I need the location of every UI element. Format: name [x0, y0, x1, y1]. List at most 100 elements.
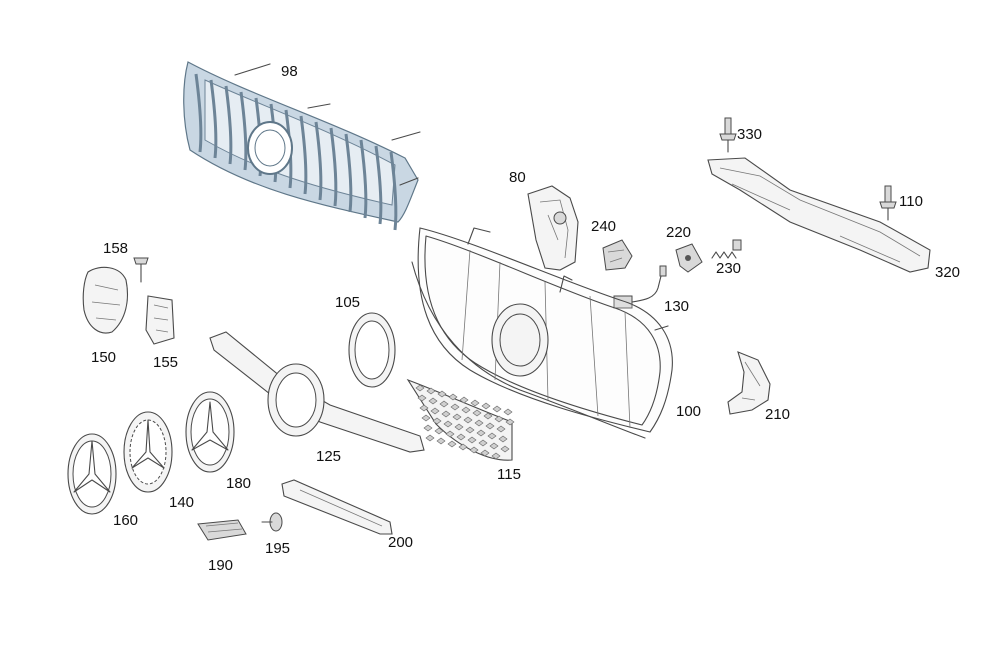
mesh-cell: [436, 437, 446, 445]
label-100: 100: [676, 403, 702, 420]
part-195-screw[interactable]: [261, 512, 283, 532]
mesh-cell: [439, 400, 449, 408]
mesh-cell: [474, 419, 484, 427]
mesh-cell: [428, 397, 438, 405]
label-130: 130: [664, 298, 690, 315]
mesh-cell: [430, 407, 440, 415]
mesh-cell: [470, 399, 480, 407]
mesh-cell: [487, 432, 497, 440]
part-320-cross-member[interactable]: [707, 157, 931, 273]
mesh-cell: [489, 442, 499, 450]
label-140: 140: [169, 494, 195, 511]
grille-slat: [224, 85, 233, 165]
mesh-cell: [421, 414, 431, 422]
part-240-bracket[interactable]: [602, 239, 633, 271]
mesh-cell: [472, 409, 482, 417]
mesh-cell: [485, 422, 495, 430]
label-210: 210: [765, 406, 791, 423]
part-105-ring[interactable]: [348, 312, 396, 388]
grille-slat: [299, 115, 308, 195]
label-330: 330: [737, 126, 763, 143]
grille-slat: [329, 127, 338, 207]
mesh-cell: [458, 443, 468, 451]
mesh-cell: [463, 416, 473, 424]
mesh-cell: [423, 424, 433, 432]
part-160-star-emblem[interactable]: [67, 433, 117, 515]
label-190: 190: [208, 557, 234, 574]
part-115-mesh-insert[interactable]: [406, 378, 515, 461]
part-158-screw[interactable]: [133, 257, 149, 283]
label-160: 160: [113, 512, 139, 529]
label-220: 220: [666, 224, 692, 241]
label-195: 195: [265, 540, 291, 557]
label-125: 125: [316, 448, 342, 465]
mesh-cell: [456, 433, 466, 441]
mesh-cell: [500, 445, 510, 453]
label-105: 105: [335, 294, 361, 311]
grille-slat: [359, 139, 368, 219]
mesh-cell: [454, 423, 464, 431]
mesh-cell: [415, 384, 425, 392]
grille-slat: [374, 145, 383, 225]
part-100-grille-frame[interactable]: [411, 227, 673, 439]
mesh-cell: [503, 408, 513, 416]
mesh-cell: [505, 418, 515, 426]
label-155: 155: [153, 354, 179, 371]
label-158: 158: [103, 240, 129, 257]
label-115: 115: [497, 466, 521, 483]
label-180: 180: [226, 475, 252, 492]
grille-slat: [239, 91, 248, 171]
part-110-screw[interactable]: [879, 185, 897, 221]
mesh-cell: [452, 413, 462, 421]
grille-slat: [209, 79, 218, 159]
label-98: 98: [281, 63, 298, 80]
part-98-grille[interactable]: [183, 61, 421, 231]
mesh-cell: [459, 396, 469, 404]
label-320: 320: [935, 264, 961, 281]
part-155-mounting-bracket[interactable]: [145, 295, 175, 345]
part-220-holder[interactable]: [675, 243, 703, 273]
mesh-cell: [461, 406, 471, 414]
mesh-cell: [434, 427, 444, 435]
mesh-cell: [483, 412, 493, 420]
mesh-cell: [426, 387, 436, 395]
mesh-cell: [476, 429, 486, 437]
mesh-cell: [450, 403, 460, 411]
mesh-cell: [441, 410, 451, 418]
grille-slat: [194, 73, 203, 153]
mesh-cell: [432, 417, 442, 425]
mesh-cell: [425, 434, 435, 442]
mesh-cell: [491, 452, 501, 460]
mesh-cell: [417, 394, 427, 402]
mesh-cell: [437, 390, 447, 398]
mesh-cell: [419, 404, 429, 412]
part-210-bracket[interactable]: [727, 351, 771, 415]
mesh-cell: [445, 430, 455, 438]
part-125-louvre-bar[interactable]: [209, 331, 425, 453]
grille-slat: [344, 133, 353, 213]
mesh-cell: [467, 436, 477, 444]
grille-slat: [389, 151, 398, 231]
part-140-emblem-housing[interactable]: [123, 411, 173, 493]
part-180-emblem-cover[interactable]: [185, 391, 235, 473]
part-190-sensor-module[interactable]: [197, 519, 247, 541]
mesh-cell: [498, 435, 508, 443]
part-330-screw[interactable]: [719, 117, 737, 153]
mesh-cell: [481, 402, 491, 410]
mesh-cell: [448, 393, 458, 401]
label-200: 200: [388, 534, 414, 551]
label-230: 230: [716, 260, 742, 277]
part-150-emblem-carrier[interactable]: [82, 266, 129, 334]
part-230-spring[interactable]: [711, 239, 742, 259]
mesh-cell: [492, 405, 502, 413]
mesh-cell: [465, 426, 475, 434]
mesh-cell: [469, 446, 479, 454]
label-110: 110: [899, 193, 923, 210]
part-200-trim-strip[interactable]: [281, 479, 393, 535]
part-80-air-duct[interactable]: [527, 185, 579, 271]
label-80: 80: [509, 169, 526, 186]
mesh-cell: [447, 440, 457, 448]
mesh-cell: [478, 439, 488, 447]
label-240: 240: [591, 218, 617, 235]
